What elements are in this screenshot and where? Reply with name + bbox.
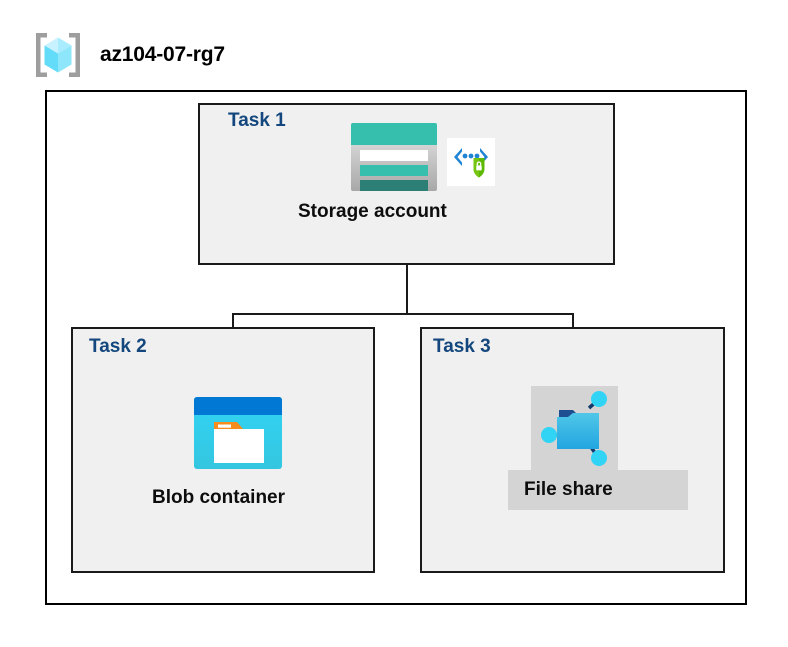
- task-2-label: Task 2: [89, 336, 147, 357]
- file-share-caption-band: [508, 470, 688, 510]
- resource-group-header: az104-07-rg7: [30, 26, 225, 84]
- secure-endpoint-shield-icon: [447, 138, 495, 186]
- resource-group-name: az104-07-rg7: [100, 43, 225, 66]
- connector-horizontal-bus: [232, 313, 574, 315]
- blob-container-icon: [192, 393, 284, 473]
- resource-group-cube-icon: [30, 27, 86, 83]
- task-3-label: Task 3: [433, 336, 491, 357]
- storage-account-icon: [349, 121, 439, 193]
- blob-container-caption: Blob container: [152, 487, 286, 508]
- storage-account-caption: Storage account: [298, 201, 447, 222]
- file-share-icon: [531, 386, 618, 473]
- file-share-caption: File share: [524, 479, 613, 500]
- task-1-label: Task 1: [228, 110, 286, 131]
- connector-storage-trunk: [406, 265, 408, 315]
